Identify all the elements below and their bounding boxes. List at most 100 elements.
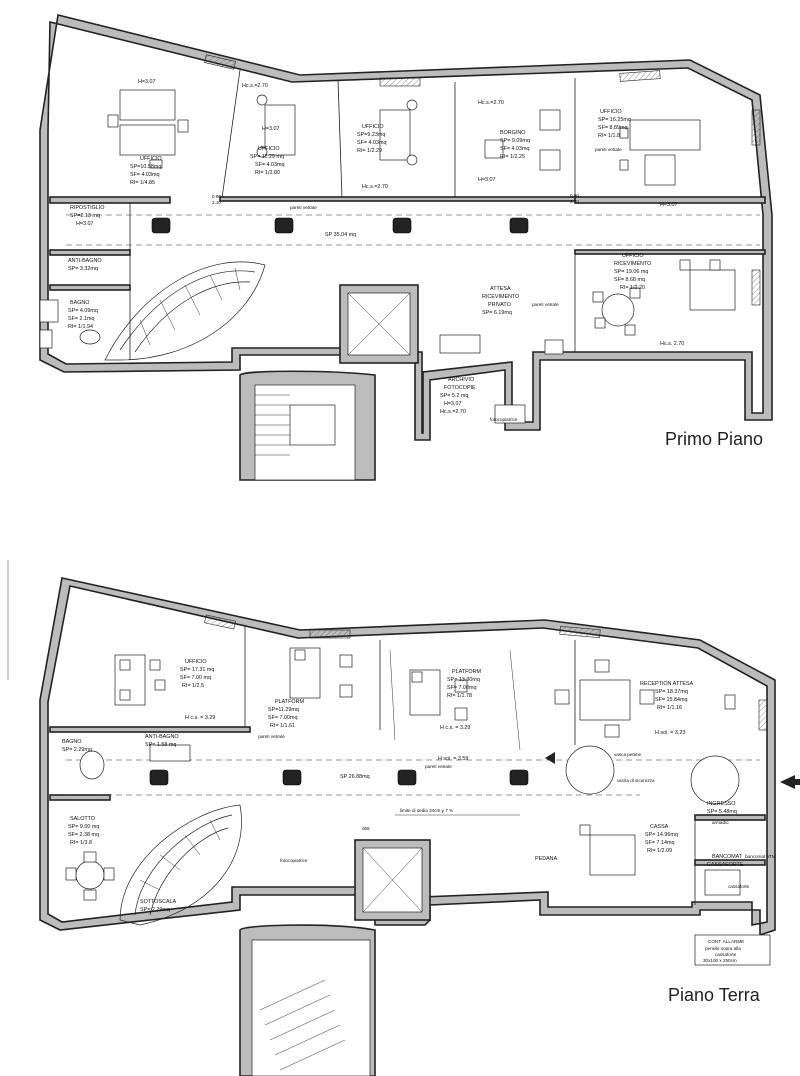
room-label-platform-2-2: SF= 7.00mq [447, 685, 477, 691]
room-label-reception-4: H sol. = 3.23 [655, 730, 685, 736]
note-primo-7: 2.10 [212, 200, 221, 205]
room-label-antibagno-t-0: ANTI-BAGNO [145, 734, 179, 740]
room-label-ufficio-a-4: RI= 1/4.85 [130, 180, 155, 186]
room-label-bagno-t-1: SP= 2.29mq [62, 747, 92, 753]
room-label-salotto-0: SALOTTO [70, 816, 95, 822]
room-label-attesa-0: ATTESA [490, 286, 511, 292]
room-label-ufficio-a-2: SP=10.58mq [130, 164, 161, 170]
note-primo-1: pareti vetrate [595, 147, 622, 152]
room-label-ufficio-d-4: H=3.07 [660, 202, 678, 208]
room-label-cassa-1: SP= 14.96mq [645, 832, 678, 838]
entrance-arrow-icon [780, 775, 800, 789]
room-label-archivio-4: Hc.s.=2.70 [440, 409, 466, 415]
room-label-corridor-1: SP 35.04 mq [325, 232, 356, 238]
room-label-archivio-2: SP= 5.2 mq [440, 393, 468, 399]
windows-primo [204, 54, 761, 306]
room-label-bancomat-0: BANCOMAT [712, 854, 743, 860]
stair-block-primo [239, 370, 376, 481]
elevator-primo [339, 284, 419, 364]
room-label-ufficio-c-3: RI= 1/2.29 [357, 148, 382, 154]
room-label-ingresso-1: SP= 5.48mq [707, 809, 737, 815]
room-label-ufficio-b-2: UFFICIO [258, 146, 280, 152]
room-labels-primo: H=3.07 UFFICIO SP=10.58mq SF= 4.03mq RI=… [68, 79, 763, 449]
outer-walls-terra [39, 577, 776, 937]
note-terra-2: fotocopiatrice [280, 858, 308, 863]
room-label-borgino-3: SF= 4.03mq [500, 146, 530, 152]
room-label-bancomat-1: CASSAFORTE [707, 862, 744, 868]
note-terra-0: pareti vetrate [258, 734, 285, 739]
room-label-platform-1-2: SF= 7.00mq [268, 715, 298, 721]
room-label-platform-2-4: H c.s. = 3.29 [440, 725, 470, 731]
room-label-reception-1: SP= 18.37mq [655, 689, 688, 695]
room-label-ufficio-b-0: Hc.s.=2.70 [242, 83, 268, 89]
room-label-reception-2: SF= 15.84mq [655, 697, 688, 703]
room-label-attesa-1: RICEVIMENTO [482, 294, 519, 300]
room-label-reception-3: RI= 1/1.16 [657, 705, 682, 711]
room-label-cassa-2: SF= 7.14mq [645, 840, 675, 846]
room-label-ufficio-a-1: UFFICIO [140, 156, 162, 162]
room-label-ricevimento-0: UFFICIO [622, 253, 644, 259]
room-label-ufficio-t-2: SF= 7.00 mq [180, 675, 211, 681]
note-terra-3: vasca pettine [614, 752, 642, 757]
room-label-borgino-2: SP= 9.09mq [500, 138, 530, 144]
room-label-sottoscala-0: SOTTOSCALA [140, 899, 177, 905]
note-terra-1: pareti vetrate [425, 764, 452, 769]
room-label-salotto-1: SP= 9.00 mq [68, 824, 99, 830]
room-label-allarme-0: CONT. ALLARME [708, 939, 744, 944]
furniture-terra [65, 647, 741, 901]
partitions-primo [49, 69, 766, 360]
room-label-attesa-2: PRIVATO [488, 302, 511, 308]
room-label-bagno-1-3: RI= 1/1.94 [68, 324, 93, 330]
room-label-salotto-2: SF= 2.38 mq [68, 832, 99, 838]
room-label-antibagno-1-0: ANTI-BAGNO [68, 258, 102, 264]
note-primo-6: 0.80 [212, 194, 221, 199]
room-label-allarme-2: cassaforte [715, 952, 737, 957]
room-label-ricevimento-3: SF= 8.68 mq [614, 277, 645, 283]
room-label-antibagno-t-1: SP= 1.58 mq [145, 742, 176, 748]
room-label-ufficio-c-4: Hc.s.=2.70 [362, 184, 388, 190]
room-label-ripostiglio-1: SP=2.13 mq [70, 213, 100, 219]
room-label-ricevimento-5: Hc.s. 2.70 [660, 341, 684, 347]
furniture-primo [39, 89, 736, 424]
room-labels-terra: UFFICIO SP= 17.31 mq SF= 7.00 mq RI= 1/2… [62, 659, 776, 1005]
room-label-platform-2-1: SP= 13.90mq [447, 677, 480, 683]
room-label-ufficio-t-3: RI= 1/2.5 [182, 683, 204, 689]
room-label-ufficio-c-2: SF= 4.03mq [357, 140, 387, 146]
room-label-ufficio-c-1: SP=9.23mq [357, 132, 385, 138]
room-label-ripostiglio-0: RIPOSTIGLIO [70, 205, 104, 211]
room-label-bagno-1-0: BAGNO [70, 300, 89, 306]
windows-terra [204, 614, 768, 731]
note-terra-6: bancomat ATM [745, 854, 776, 859]
room-label-salotto-3: RI= 1/3.8 [70, 840, 92, 846]
room-label-borgino-0: Hc.s.=2.70 [478, 100, 504, 106]
plan-primo-piano: H=3.07 UFFICIO SP=10.58mq SF= 4.03mq RI=… [39, 14, 773, 481]
room-label-ingresso-0: INGRESSO [707, 801, 735, 807]
room-label-ricevimento-2: SP= 19.06 mq [614, 269, 648, 275]
note-primo-2: pareti vetrate [532, 302, 559, 307]
note-terra-8: d65 [362, 826, 370, 831]
room-label-bagno-t-0: BAGNO [62, 739, 81, 745]
pillars-primo [151, 217, 529, 234]
note-terra-5: armadio [712, 820, 729, 825]
room-label-corridor-t-0: SP 26.88mq [340, 774, 370, 780]
room-label-ufficio-b-4: SF= 4.03mq [255, 162, 285, 168]
room-label-platform-2-0: PLATFORM [452, 669, 481, 675]
room-label-borgino-1: BORGINO [500, 130, 525, 136]
room-label-allarme-3: 30x100 x 250cm [703, 958, 737, 963]
plan-title-primo: Primo Piano [665, 429, 763, 449]
room-label-corridor-t-1: H sol. = 3.59 [438, 756, 468, 762]
room-label-borgino-4: RI= 1/2.25 [500, 154, 525, 160]
room-label-allarme-1: pensile sopra alla [705, 946, 741, 951]
room-label-platform-1-3: RI= 1/1.61 [270, 723, 295, 729]
room-label-ufficio-d-3: RI= 1/1.8 [598, 133, 620, 139]
room-label-ufficio-t-4: H c.s. = 3.29 [185, 715, 215, 721]
room-label-ufficio-c-0: UFFICIO [362, 124, 384, 130]
room-label-ufficio-t-0: UFFICIO [185, 659, 207, 665]
stair-block-terra [239, 924, 376, 1076]
corridor-arrow-icon [545, 752, 555, 764]
room-label-ripostiglio-2: H=3.07 [76, 221, 94, 227]
plan-piano-terra: UFFICIO SP= 17.31 mq SF= 7.00 mq RI= 1/2… [39, 577, 800, 1076]
room-label-sottoscala-1: SP= 2.29mq [140, 907, 170, 913]
note-terra-7: cassaforte [728, 884, 750, 889]
